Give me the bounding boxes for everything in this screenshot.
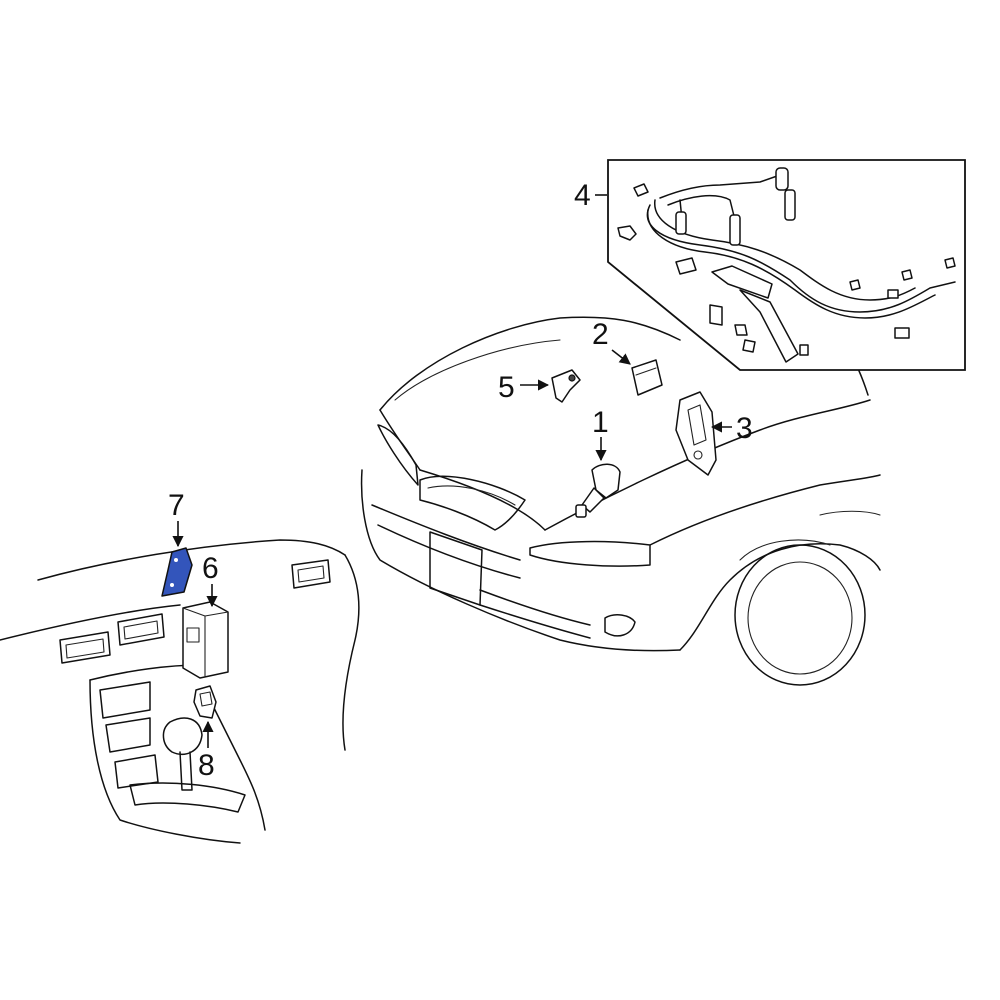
callout-8: 8 [198, 720, 215, 782]
callout-label: 5 [498, 371, 515, 404]
callout-4: 4 [574, 179, 607, 212]
callout-label: 2 [592, 318, 609, 351]
callout-1: 1 [592, 406, 609, 462]
spark-plug-wire-inset [607, 159, 966, 371]
callout-label: 6 [202, 552, 219, 585]
callout-label: 4 [574, 179, 591, 212]
car-front-outline [360, 316, 881, 686]
callout-label: 3 [736, 412, 753, 445]
callout-6: 6 [202, 552, 219, 608]
callout-3: 3 [710, 412, 753, 445]
callout-5: 5 [498, 371, 550, 404]
ignitor-module-part [631, 359, 663, 396]
bracket-part [675, 391, 717, 476]
small-bracket-part [193, 685, 217, 719]
callout-label: 7 [168, 489, 185, 522]
callout-label: 1 [592, 406, 609, 439]
highlighted-bracket-part [161, 547, 193, 597]
callout-7: 7 [168, 489, 185, 548]
sensor-part [551, 369, 581, 403]
callout-2: 2 [592, 318, 631, 365]
ignition-coil-part [575, 463, 621, 518]
callout-label: 8 [198, 749, 215, 782]
ecu-module-part [182, 601, 229, 679]
